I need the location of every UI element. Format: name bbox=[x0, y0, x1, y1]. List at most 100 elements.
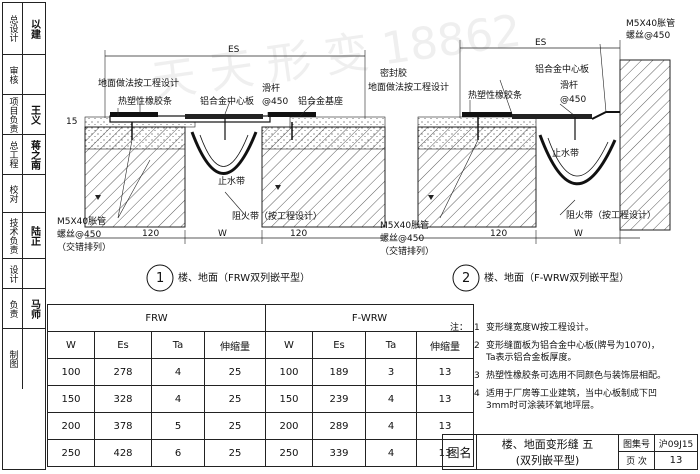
table-header: Es bbox=[312, 331, 366, 359]
table-cell: 100 bbox=[265, 358, 313, 386]
sidebar-label: 设计 bbox=[4, 259, 23, 288]
title-name-label: 图名 bbox=[443, 435, 477, 469]
table-cell: 25 bbox=[204, 385, 266, 413]
table-cell: 250 bbox=[47, 439, 95, 467]
table-header-row: W Es Ta 伸缩量 W Es Ta 伸缩量 bbox=[47, 331, 474, 359]
frw-detail-number: 1 bbox=[156, 271, 165, 286]
sidebar-label: 总工程 bbox=[4, 135, 23, 174]
table-cell: 6 bbox=[151, 439, 205, 467]
table-cell: 239 bbox=[312, 385, 366, 413]
frw-height-dim: 15 bbox=[66, 117, 78, 127]
frw-slider-label: 滑杆 bbox=[262, 84, 281, 94]
table-cell: 4 bbox=[151, 385, 205, 413]
sidebar-row: 设计 bbox=[3, 259, 45, 289]
atlas-label: 图集号 bbox=[619, 435, 655, 452]
table-group-fwrw: F-WRW bbox=[265, 304, 474, 332]
table-cell: 150 bbox=[47, 385, 95, 413]
sidebar-label: 技术负责 bbox=[4, 213, 23, 258]
fwrw-slider-label: 滑杆 bbox=[560, 81, 579, 91]
frw-base-label: 铝合金基座 bbox=[298, 97, 344, 107]
table-header: Es bbox=[94, 331, 152, 359]
sidebar-row: 总设计 以建 bbox=[3, 3, 45, 55]
fwrw-floor-design-label: 地面做法按工程设计 bbox=[368, 83, 450, 93]
sidebar-label: 项目负责 bbox=[4, 95, 23, 134]
frw-slider-spacing: @450 bbox=[262, 97, 289, 107]
detail-fwrw bbox=[417, 40, 671, 292]
drawing-title: 楼、地面变形缝 五 (双列嵌平型) bbox=[477, 435, 619, 469]
page-value: 13 bbox=[669, 455, 683, 466]
fwrw-sealant-label: 密封胶 bbox=[380, 69, 408, 79]
title-block: 图名 楼、地面变形缝 五 (双列嵌平型) 图集号 沪09J15 页 次 13 bbox=[442, 434, 698, 470]
table-cell: 289 bbox=[312, 412, 366, 440]
sidebar-label: 总设计 bbox=[4, 3, 23, 54]
table-cell: 200 bbox=[265, 412, 313, 440]
sidebar-row: 技术负责 陆正 bbox=[3, 213, 45, 259]
fwrw-top-bolt-label: M5X40胀管 bbox=[626, 19, 676, 29]
fwrw-caption: 楼、地面（F-WRW双列嵌平型） bbox=[484, 273, 630, 284]
frw-right-dim: 120 bbox=[290, 229, 308, 239]
table-cell: 25 bbox=[204, 358, 266, 386]
page-label: 页 次 bbox=[619, 452, 655, 469]
fwrw-bolt-label: M5X40胀管 bbox=[380, 221, 430, 231]
table-cell: 13 bbox=[416, 439, 474, 467]
table-cell: 378 bbox=[94, 412, 152, 440]
table-row: 100 278 4 25 100 189 3 13 bbox=[47, 358, 474, 386]
table-group-frw: FRW bbox=[47, 304, 266, 332]
table-cell: 4 bbox=[365, 439, 417, 467]
table-row: 150 328 4 25 150 239 4 13 bbox=[47, 385, 474, 413]
table-cell: 4 bbox=[365, 385, 417, 413]
table-cell: 25 bbox=[204, 439, 266, 467]
frw-es-dim: ES bbox=[228, 45, 240, 55]
table-cell: 200 bbox=[47, 412, 95, 440]
table-header: W bbox=[47, 331, 95, 359]
fwrw-es-dim: ES bbox=[535, 38, 547, 48]
sidebar-signature: 王义 bbox=[28, 104, 40, 125]
frw-center-plate-label: 铝合金中心板 bbox=[200, 97, 255, 107]
table-cell: 100 bbox=[47, 358, 95, 386]
table-group-row: FRW F-WRW bbox=[47, 304, 474, 332]
sidebar-signature: 蒋之南 bbox=[28, 139, 40, 170]
notes-title: 注： bbox=[450, 323, 469, 333]
sidebar-signature: 陆正 bbox=[28, 225, 40, 246]
frw-caption: 楼、地面（FRW双列嵌平型） bbox=[178, 273, 311, 284]
sidebar-label: 制图 bbox=[4, 329, 23, 389]
table-header: W bbox=[265, 331, 313, 359]
frw-fire-belt-label: 阻火带（按工程设计） bbox=[232, 212, 323, 222]
note-item: Ta表示铝合金板厚度。 bbox=[486, 353, 577, 363]
fwrw-left-dim: 120 bbox=[490, 229, 508, 239]
table-row: 200 378 5 25 200 289 4 13 bbox=[47, 412, 474, 440]
fwrw-detail-number: 2 bbox=[462, 271, 471, 286]
sidebar-signature: 以建 bbox=[28, 18, 40, 39]
signature-sidebar: 总设计 以建 审核 项目负责 王义 总工程 蒋之南 校对 技术负责 陆正 设计 … bbox=[2, 2, 46, 470]
fwrw-bolt-note: （交错排列） bbox=[380, 247, 435, 257]
sidebar-label: 审核 bbox=[4, 55, 23, 94]
note-item: 3mm时可涂装环氧地坪层。 bbox=[486, 401, 600, 411]
table-cell: 339 bbox=[312, 439, 366, 467]
fwrw-w-dim: W bbox=[574, 229, 583, 239]
table-header: 伸缩量 bbox=[204, 331, 266, 359]
frw-floor-design-label: 地面做法按工程设计 bbox=[98, 79, 180, 89]
frw-w-dim: W bbox=[218, 229, 227, 239]
table-cell: 328 bbox=[94, 385, 152, 413]
dimension-table: FRW F-WRW W Es Ta 伸缩量 W Es Ta 伸缩量 100 27… bbox=[47, 304, 474, 467]
fwrw-fire-belt-label: 阻火带（按工程设计） bbox=[566, 211, 657, 221]
sidebar-label: 负责 bbox=[4, 289, 23, 328]
frw-rubber-strip-label: 热塑性橡胶条 bbox=[118, 97, 173, 107]
fwrw-slider-spacing: @450 bbox=[560, 95, 587, 105]
table-header: Ta bbox=[365, 331, 417, 359]
atlas-value: 沪09J15 bbox=[655, 435, 697, 452]
table-cell: 428 bbox=[94, 439, 152, 467]
sidebar-row: 负责 马师 bbox=[3, 289, 45, 329]
table-cell: 250 bbox=[265, 439, 313, 467]
fwrw-waterstop-label: 止水带 bbox=[552, 149, 580, 159]
sidebar-label: 校对 bbox=[4, 175, 23, 212]
frw-bolt-note: （交错排列） bbox=[57, 243, 112, 253]
fwrw-top-bolt-spacing: 螺丝@450 bbox=[626, 31, 671, 41]
